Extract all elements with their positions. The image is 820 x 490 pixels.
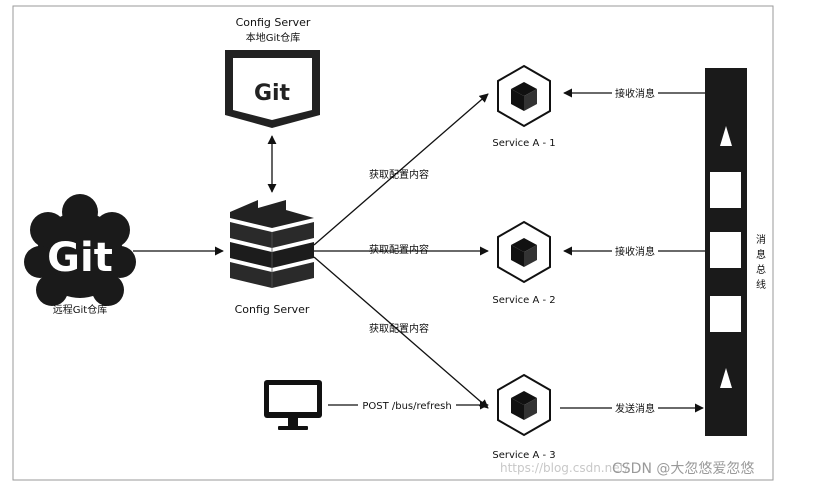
svg-text:消: 消 (756, 233, 766, 246)
edge-label-receive-msg-2: 接收消息 (615, 245, 655, 258)
edge-label-fetch-config-3: 获取配置内容 (369, 322, 429, 335)
service-2-cube-icon (497, 220, 551, 284)
edge-config-to-service-3 (313, 256, 489, 409)
remote-git-logo-text: Git (47, 235, 113, 281)
remote-git-cloud-icon: Git (24, 194, 136, 306)
edge-label-fetch-config-1: 获取配置内容 (369, 168, 429, 181)
local-git-title: Config Server (236, 16, 311, 29)
service-1-cube-icon (497, 64, 551, 128)
monitor-icon (264, 380, 322, 430)
local-git-repo-icon: Git (225, 50, 320, 128)
edge-label-fetch-config-2: 获取配置内容 (369, 243, 429, 256)
watermark-url: https://blog.csdn.net/ (500, 461, 629, 475)
message-bus-bar (705, 68, 747, 436)
svg-text:线: 线 (756, 278, 766, 291)
local-git-subtitle: 本地Git仓库 (246, 31, 300, 44)
config-server-label: Config Server (235, 303, 310, 316)
diagram-frame (12, 5, 774, 481)
config-server-icon (230, 200, 314, 288)
edge-label-post-refresh: POST /bus/refresh (362, 401, 451, 412)
watermark-brand: CSDN @大忽悠爱忽悠 (612, 461, 754, 477)
edge-config-to-service-1 (313, 93, 489, 246)
svg-text:息: 息 (756, 248, 766, 261)
svg-text:总: 总 (756, 263, 766, 276)
service-3-label: Service A - 3 (492, 450, 555, 461)
service-1-label: Service A - 1 (492, 138, 555, 149)
local-git-logo-text: Git (254, 81, 291, 106)
service-2-label: Service A - 2 (492, 295, 555, 306)
service-3-cube-icon (497, 373, 551, 437)
message-bus-label: 消 息 总 线 (756, 233, 766, 291)
edge-label-send-msg: 发送消息 (615, 402, 655, 415)
edge-label-receive-msg-1: 接收消息 (615, 87, 655, 100)
remote-git-label: 远程Git仓库 (53, 303, 107, 316)
